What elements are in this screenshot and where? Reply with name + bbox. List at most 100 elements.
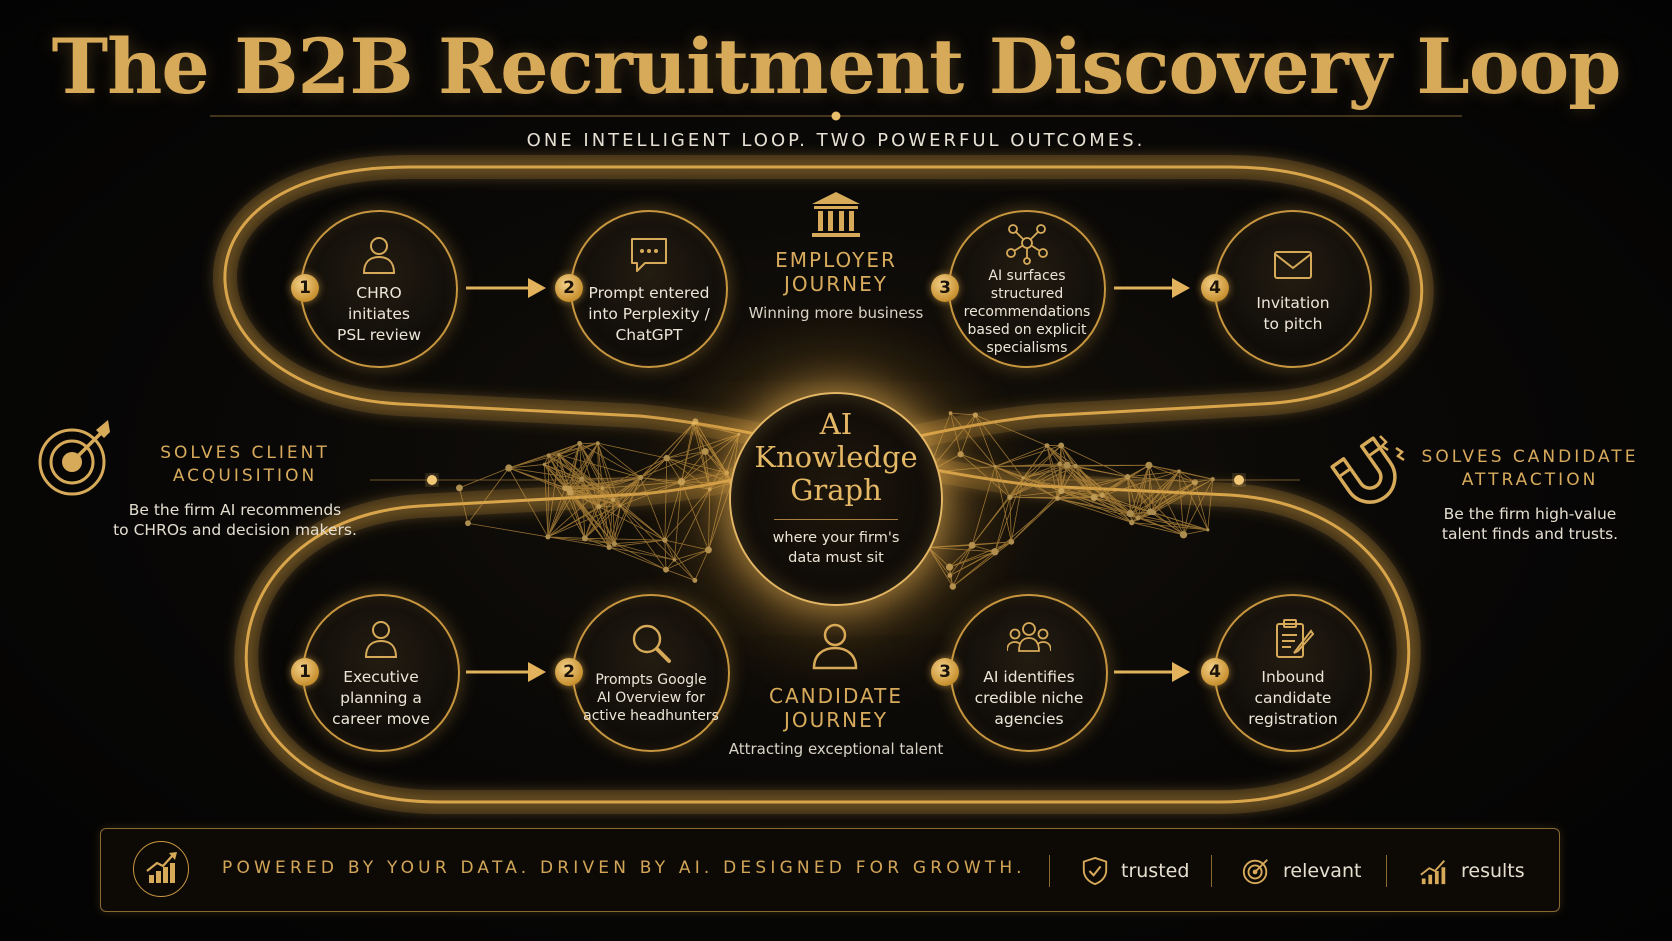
network-node xyxy=(663,454,671,462)
network-link xyxy=(949,551,996,568)
network-link xyxy=(459,487,469,524)
network-link xyxy=(581,477,641,480)
network-link xyxy=(960,453,1011,498)
network-link xyxy=(597,443,621,506)
candidate-step-1-text: Executive planning a career move xyxy=(332,667,430,728)
network-link xyxy=(640,477,682,483)
network-link xyxy=(666,434,739,459)
network-link xyxy=(693,423,739,435)
footer-item-trusted: trusted xyxy=(1081,853,1189,889)
network-node xyxy=(949,583,957,590)
bar-chart-icon xyxy=(1420,860,1446,885)
network-link xyxy=(726,434,740,473)
network-link xyxy=(1137,470,1180,519)
network-link xyxy=(666,457,732,484)
network-link xyxy=(558,454,603,489)
employer-step-4-text: Invitation to pitch xyxy=(1256,294,1330,333)
network-node xyxy=(993,464,997,468)
footer-item-results: results xyxy=(1419,853,1525,889)
network-link xyxy=(1046,445,1062,492)
network-link xyxy=(960,453,996,467)
network-link xyxy=(1149,471,1180,513)
network-link xyxy=(579,443,603,489)
network-link xyxy=(1009,496,1058,499)
clipboard-pen-icon xyxy=(1276,618,1315,658)
network-link xyxy=(547,536,585,539)
network-link xyxy=(664,458,668,541)
network-link xyxy=(570,487,603,493)
network-link xyxy=(547,488,570,538)
network-link xyxy=(1061,490,1139,519)
network-link xyxy=(1153,481,1196,513)
target-icon xyxy=(1242,859,1268,885)
page-subtitle: ONE INTELLIGENT LOOP. TWO POWERFUL OUTCO… xyxy=(526,130,1146,151)
network-link xyxy=(558,443,580,455)
network-link xyxy=(619,457,668,507)
network-link xyxy=(1046,445,1058,499)
network-link xyxy=(597,442,667,459)
candidate-step-1-badge: 1 xyxy=(291,658,319,686)
network-node xyxy=(1191,479,1198,486)
network-link xyxy=(508,467,549,538)
network-link xyxy=(1131,522,1208,531)
target-arrow-icon xyxy=(38,420,110,496)
network-link xyxy=(1101,495,1133,523)
network-link xyxy=(1046,445,1061,465)
network-node xyxy=(957,451,964,458)
network-link xyxy=(704,451,728,474)
network-link xyxy=(569,442,599,493)
network-node xyxy=(1063,461,1071,469)
network-link xyxy=(564,442,599,489)
network-link xyxy=(674,481,682,560)
network-link xyxy=(602,457,667,489)
network-node xyxy=(1021,476,1025,480)
footer-item-relevant-label: relevant xyxy=(1283,860,1362,882)
network-node xyxy=(1044,443,1050,448)
network-link xyxy=(1060,445,1103,496)
network-link xyxy=(1059,463,1095,498)
candidate-step-2-text: Prompts Google AI Overview for active he… xyxy=(583,672,719,724)
candidate-journey-title: CANDIDATE JOURNEY xyxy=(769,684,903,732)
hub-subtitle: where your firm's data must sit xyxy=(772,530,900,566)
network-link xyxy=(708,482,733,551)
network-link xyxy=(614,543,675,561)
network-link xyxy=(1057,498,1132,523)
network-link xyxy=(709,434,740,490)
network-link xyxy=(1127,476,1139,519)
network-link xyxy=(1009,497,1012,542)
network-link xyxy=(508,464,545,469)
network-link xyxy=(1129,465,1150,514)
network-link xyxy=(1102,495,1151,513)
network-link xyxy=(666,451,706,459)
network-link xyxy=(665,569,696,581)
network-link xyxy=(1194,482,1209,530)
network-link xyxy=(547,499,614,538)
network-link xyxy=(1150,511,1208,531)
network-link xyxy=(619,477,641,507)
network-link xyxy=(1127,476,1184,536)
network-link xyxy=(609,539,665,548)
network-link xyxy=(994,466,1024,479)
network-link xyxy=(612,481,682,501)
person-icon xyxy=(362,236,396,274)
network-node xyxy=(542,462,547,467)
network-link xyxy=(613,505,621,544)
right-side-description: Be the firm high-value talent finds and … xyxy=(1441,505,1619,543)
employer-step-3-badge: 3 xyxy=(931,274,959,302)
network-link xyxy=(584,505,621,539)
network-link xyxy=(579,443,583,480)
network-link xyxy=(975,414,1048,446)
network-link xyxy=(971,496,1011,546)
network-link xyxy=(584,537,665,541)
network-node xyxy=(1146,508,1154,516)
network-link xyxy=(950,413,962,455)
network-node xyxy=(567,489,574,496)
network-link xyxy=(579,443,614,501)
shield-check-icon xyxy=(1082,856,1108,886)
employer-journey-header: EMPLOYER JOURNEY Winning more business xyxy=(726,248,946,322)
left-side-title: SOLVES CLIENT ACQUISITION xyxy=(160,443,330,486)
network-link xyxy=(620,481,682,507)
network-link xyxy=(508,467,582,480)
network-link xyxy=(695,420,739,435)
network-link xyxy=(704,451,711,490)
